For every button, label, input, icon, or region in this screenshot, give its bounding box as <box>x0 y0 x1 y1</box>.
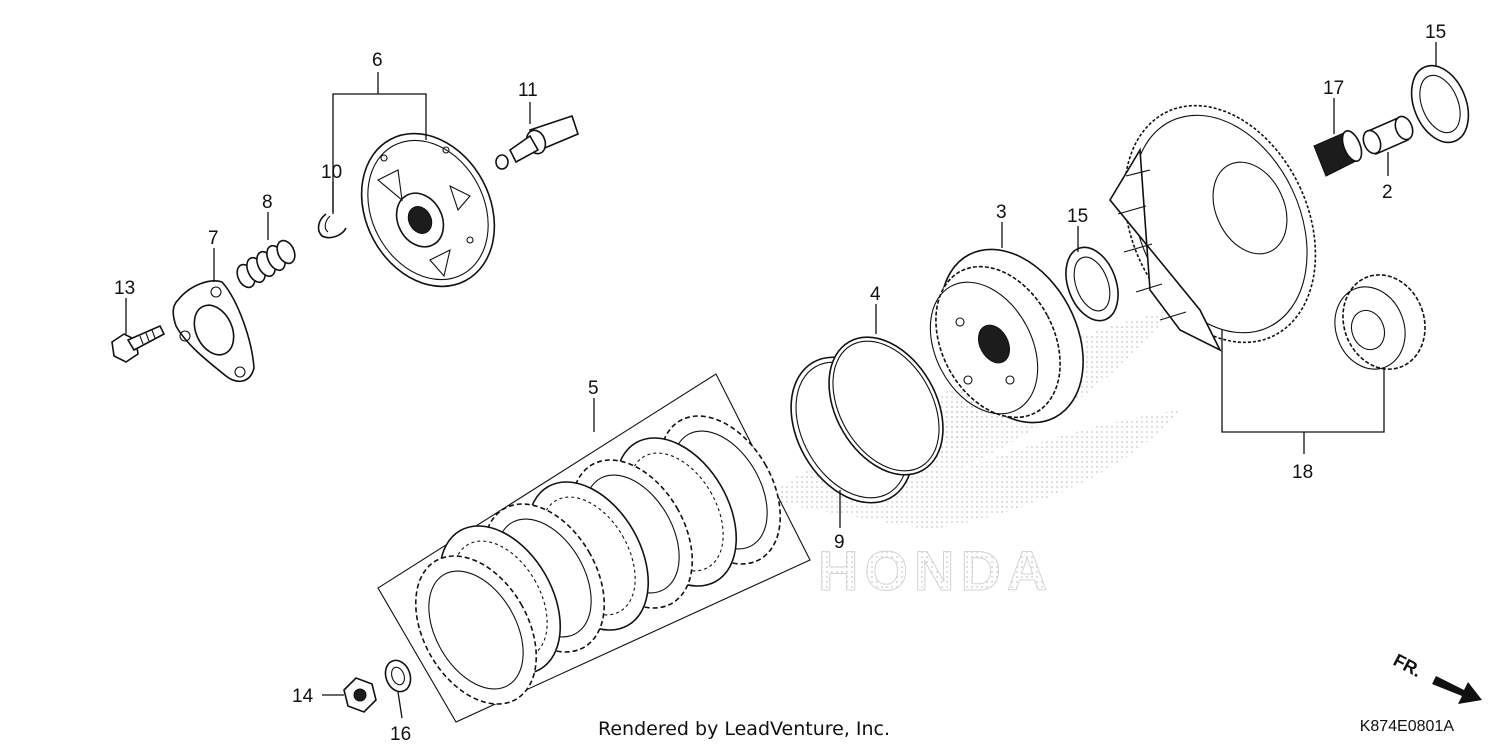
callout-14: 14 <box>292 686 314 707</box>
callout-11: 11 <box>518 80 538 101</box>
washer-part-16 <box>384 659 412 693</box>
callout-5: 5 <box>588 378 599 399</box>
lock-nut-part-14 <box>343 677 377 713</box>
callout-9: 9 <box>834 532 845 553</box>
pressure-plate-part-6 <box>360 132 496 288</box>
callout-6: 6 <box>372 50 383 71</box>
clutch-outer-part-18 <box>1109 104 1317 352</box>
lifter-rod-part-11 <box>495 114 579 170</box>
callout-16: 16 <box>390 724 411 745</box>
callout-3: 3 <box>996 202 1007 223</box>
bolt-part-13 <box>111 324 166 363</box>
callout-2: 2 <box>1382 182 1393 203</box>
callout-15-middle: 15 <box>1067 206 1088 227</box>
front-direction-arrow-icon <box>1432 676 1482 704</box>
front-direction-marker: FR. <box>1390 650 1482 704</box>
needle-bearing-part-17 <box>1313 130 1363 177</box>
collar-part-2 <box>1362 115 1414 156</box>
clutch-center-part-3 <box>929 248 1084 424</box>
leader-lines <box>125 42 1437 719</box>
lifter-plate-part-7 <box>172 280 255 383</box>
callout-13: 13 <box>114 278 135 299</box>
clip-part-10 <box>317 213 347 239</box>
honda-watermark-text: HONDA <box>818 539 1053 602</box>
rendered-by-credit: Rendered by LeadVenture, Inc. <box>598 718 891 740</box>
callout-10: 10 <box>321 162 342 183</box>
front-direction-label: FR. <box>1390 650 1425 681</box>
clutch-plates-part-5 <box>377 373 811 723</box>
callout-8: 8 <box>262 192 273 213</box>
callout-4: 4 <box>870 284 881 305</box>
callout-15-right: 15 <box>1425 22 1446 43</box>
clutch-spring-part-8 <box>236 239 296 289</box>
callout-labels: 6 11 10 8 7 13 5 4 3 15 15 17 2 18 9 14 … <box>114 22 1446 745</box>
diagram-reference-code: K874E0801A <box>1359 718 1454 735</box>
thrust-washer-part-15-middle <box>1065 246 1119 322</box>
callout-17: 17 <box>1323 78 1344 99</box>
primary-gear-part-18 <box>1334 274 1426 370</box>
callout-7: 7 <box>208 228 219 249</box>
ring-part-4 <box>828 336 944 476</box>
thrust-washer-part-15-right <box>1410 64 1470 144</box>
callout-18: 18 <box>1292 462 1313 483</box>
